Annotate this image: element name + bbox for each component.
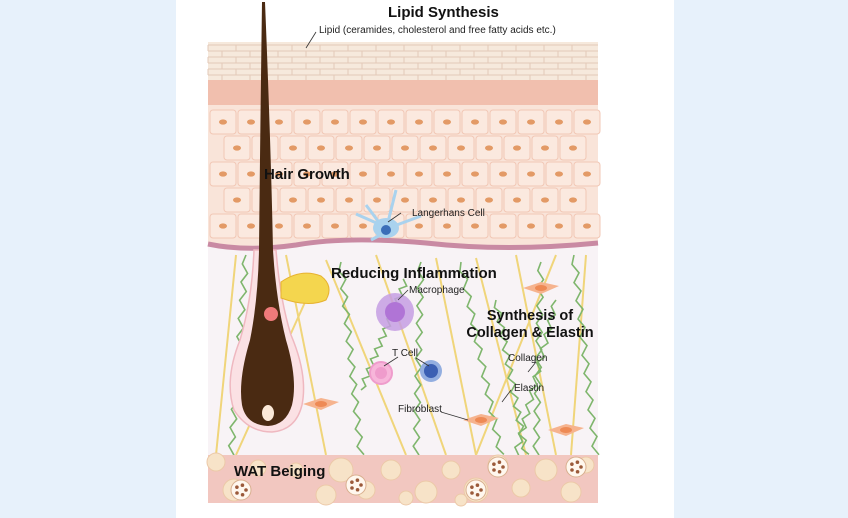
macrophage-label: Macrophage xyxy=(409,285,465,296)
fibroblasts xyxy=(303,282,584,436)
lipid-synthesis-title: Lipid Synthesis xyxy=(388,4,499,21)
hair-bulge-cell xyxy=(264,307,278,321)
fibroblast-label: Fibroblast xyxy=(398,404,442,415)
leader-lines xyxy=(305,31,537,421)
t-cell-blue xyxy=(420,360,442,382)
stratum-corneum-lines xyxy=(207,44,598,81)
basement-membrane xyxy=(207,237,599,251)
dermal-papilla xyxy=(262,405,274,421)
macrophage-cell xyxy=(376,293,414,331)
fat-cells xyxy=(206,452,595,507)
skin-diagram xyxy=(206,2,601,507)
hair-shaft xyxy=(241,2,294,426)
collagen-label: Collagen xyxy=(508,353,548,364)
lipid-subtitle: Lipid (ceramides, cholesterol and free f… xyxy=(319,25,556,36)
synthesis-line-1: Synthesis of xyxy=(486,308,574,324)
wat-beiging-label: WAT Beiging xyxy=(234,463,326,480)
synthesis-line-2: Collagen & Elastin xyxy=(466,325,594,341)
synthesis-collagen-elastin-label: Synthesis of Collagen & Elastin xyxy=(462,308,598,342)
langerhans-cell xyxy=(355,189,422,242)
t-cell-pink xyxy=(369,361,393,385)
reducing-inflammation-label: Reducing Inflammation xyxy=(331,265,497,282)
sebaceous-gland xyxy=(280,272,330,304)
hair-growth-label: Hair Growth xyxy=(264,166,350,183)
elastin-fibers xyxy=(227,254,600,457)
t-cell-label: T Cell xyxy=(392,348,418,359)
langerhans-cell-label: Langerhans Cell xyxy=(412,208,485,219)
elastin-label: Elastin xyxy=(514,383,545,394)
